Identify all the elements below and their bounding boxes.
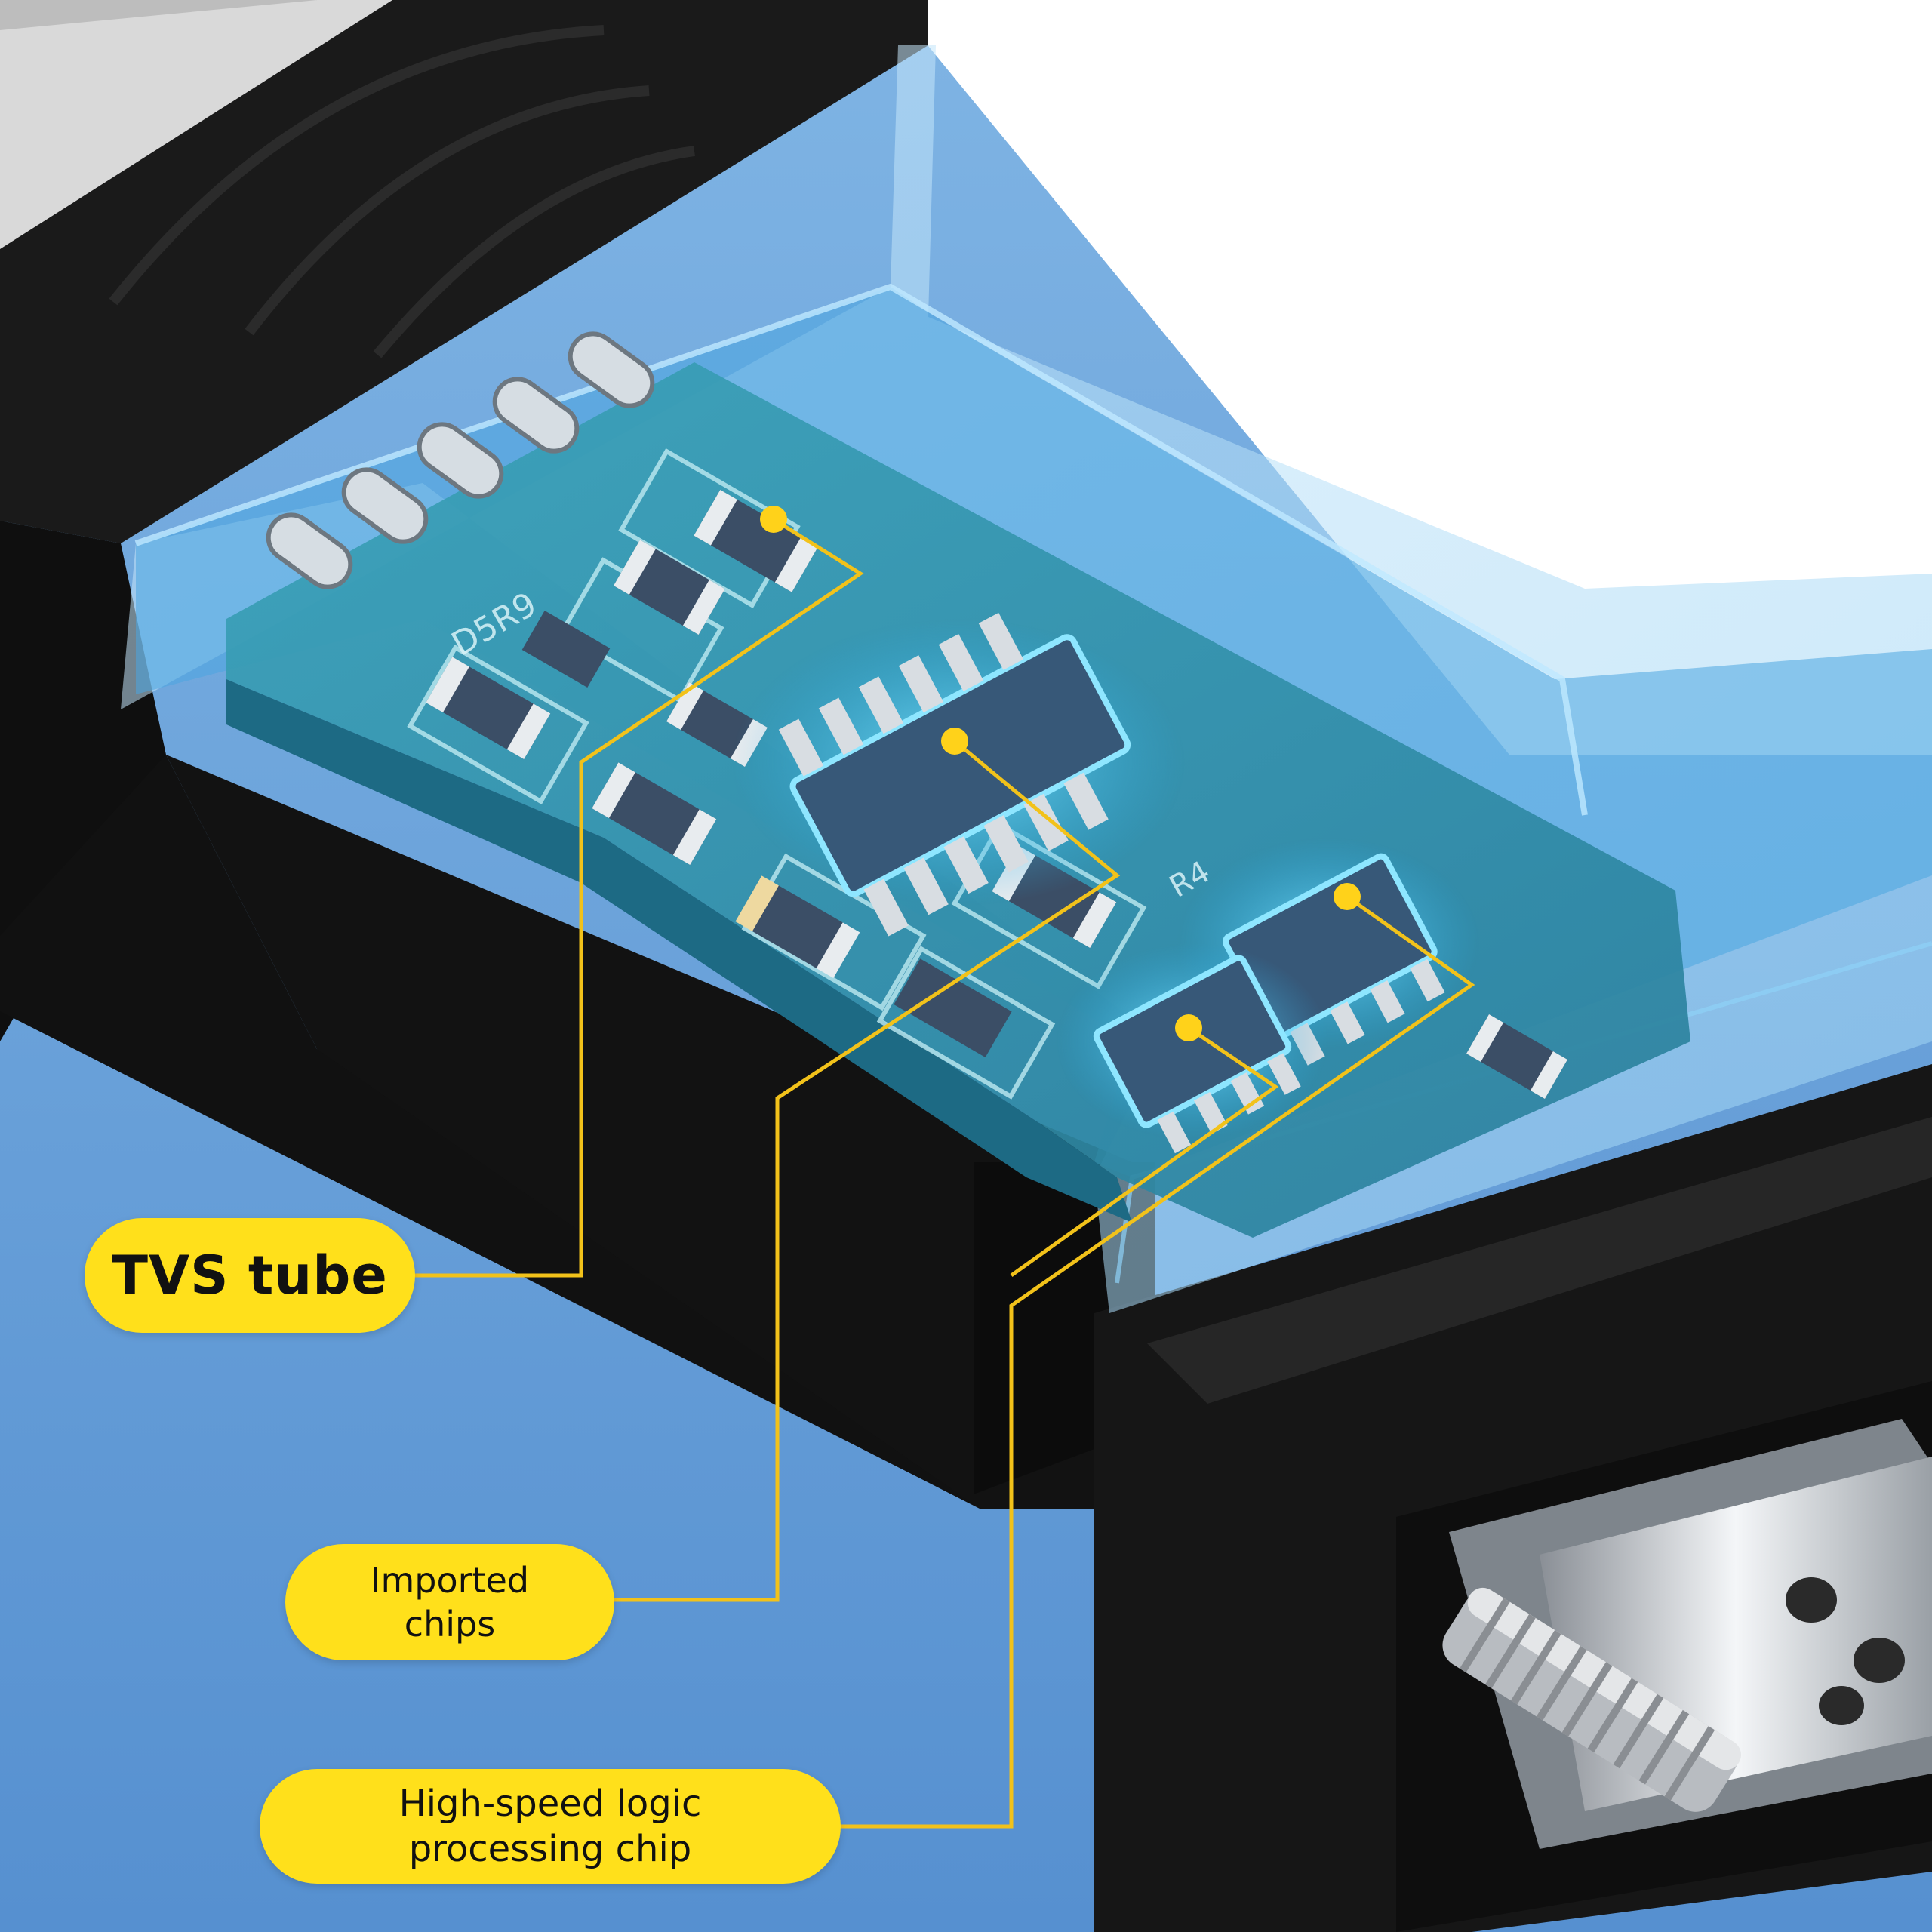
- connector-pins: [266, 331, 655, 589]
- callout-tvs-tube-label: TVS tube: [112, 1244, 388, 1306]
- white-background-area: [891, 0, 1932, 755]
- dot-chip-upper: [1334, 883, 1361, 910]
- leader-line-tvs: [408, 517, 864, 1278]
- leader-lines: [408, 517, 1475, 1829]
- leader-line-high-speed-branch: [1010, 1026, 1279, 1278]
- callout-high-speed-line2: processing chip: [408, 1828, 692, 1870]
- callout-high-speed-line1: High-speed logic: [398, 1783, 702, 1825]
- callout-imported-line2: chips: [404, 1604, 496, 1644]
- pcb-board: D5R9 R4: [226, 331, 1690, 1238]
- leader-line-high-speed: [839, 894, 1475, 1829]
- callout-imported-chips: Imported chips: [285, 1544, 614, 1660]
- dot-logic-chip: [941, 728, 968, 755]
- high-speed-logic-chip: [732, 612, 1185, 937]
- callout-tvs-tube: TVS tube: [85, 1218, 415, 1333]
- callout-high-speed-chip: High-speed logic processing chip: [260, 1769, 841, 1884]
- leader-line-imported: [613, 740, 1121, 1602]
- body-underside: [166, 755, 1132, 1509]
- dot-tvs: [760, 506, 787, 533]
- right-connector-housing: [1094, 1064, 1932, 1932]
- imported-chip-lower: [1057, 943, 1328, 1154]
- dot-chip-lower: [1175, 1014, 1202, 1041]
- leader-dots: [760, 506, 1361, 1041]
- callout-imported-line1: Imported: [370, 1560, 530, 1601]
